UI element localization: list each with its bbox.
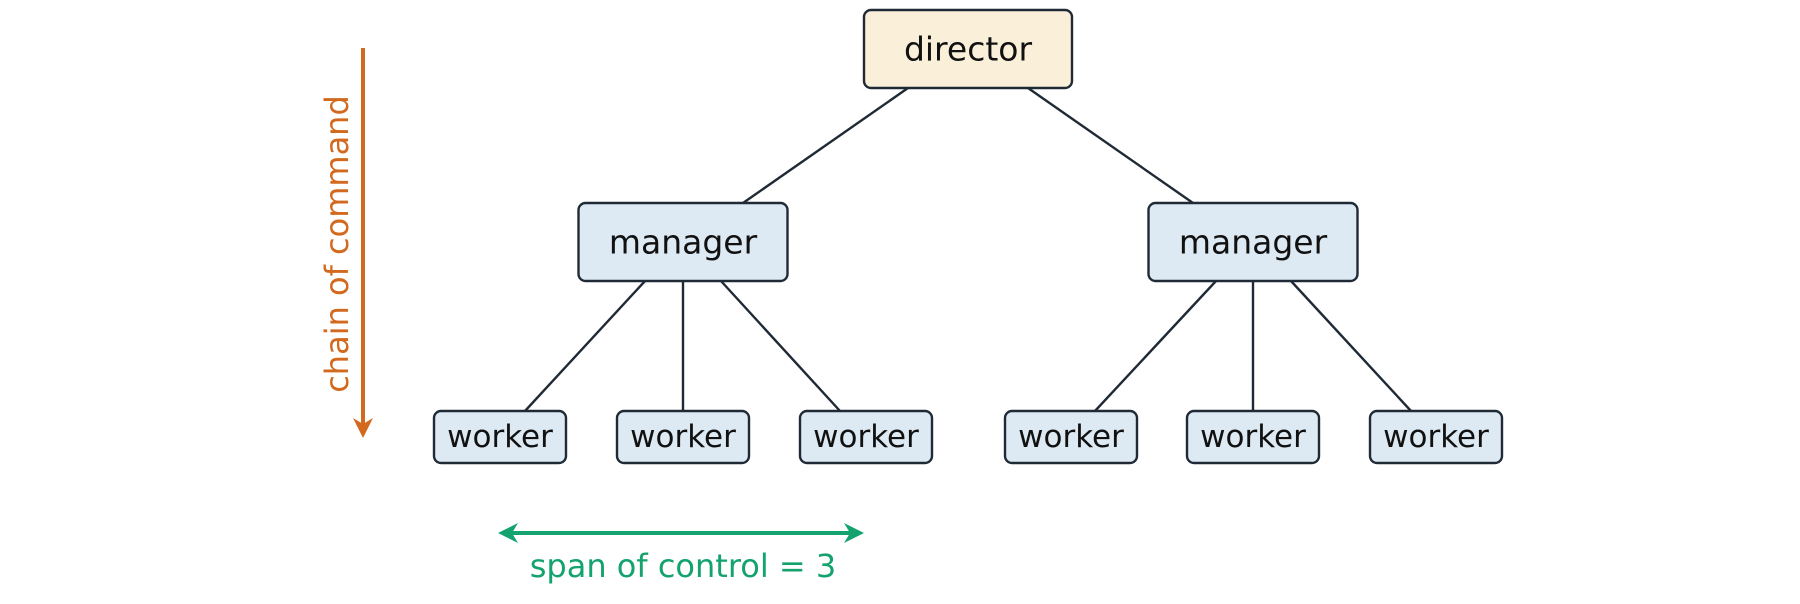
- manager-label: manager: [609, 223, 758, 262]
- worker-label: worker: [1200, 419, 1306, 455]
- span-of-control-label: span of control = 3: [530, 547, 837, 585]
- worker-label: worker: [813, 419, 919, 455]
- director-box: [862, 8, 1074, 90]
- node-worker-2: worker: [615, 409, 751, 465]
- node-director: director: [862, 8, 1074, 90]
- worker-label: worker: [447, 419, 553, 455]
- edge-manager-left-to-worker-3: [720, 280, 841, 412]
- worker-box: [1185, 409, 1321, 465]
- worker-label: worker: [630, 419, 736, 455]
- manager-box: [577, 201, 789, 283]
- nodes: director manager manager worker worker worker…: [432, 8, 1504, 465]
- worker-box: [615, 409, 751, 465]
- node-worker-3: worker: [798, 409, 934, 465]
- director-label: director: [904, 30, 1033, 69]
- node-manager-right: manager: [1147, 201, 1359, 283]
- edge-manager-right-to-worker-4: [1094, 280, 1217, 412]
- worker-box: [1003, 409, 1139, 465]
- node-worker-5: worker: [1185, 409, 1321, 465]
- worker-box: [432, 409, 568, 465]
- worker-box: [798, 409, 934, 465]
- worker-box: [1368, 409, 1504, 465]
- manager-label: manager: [1179, 223, 1328, 262]
- edge-manager-right-to-worker-6: [1290, 280, 1412, 412]
- edges: [524, 87, 1412, 412]
- node-worker-1: worker: [432, 409, 568, 465]
- node-worker-6: worker: [1368, 409, 1504, 465]
- edge-director-to-manager-right: [1027, 87, 1194, 204]
- node-worker-4: worker: [1003, 409, 1139, 465]
- worker-label: worker: [1018, 419, 1124, 455]
- manager-box: [1147, 201, 1359, 283]
- chain-of-command-label: chain of command: [318, 95, 356, 393]
- span-of-control-annotation: span of control = 3: [498, 523, 864, 585]
- worker-label: worker: [1383, 419, 1489, 455]
- edge-director-to-manager-left: [742, 87, 909, 204]
- chain-of-command-annotation: chain of command: [318, 48, 373, 438]
- edge-manager-left-to-worker-1: [524, 280, 646, 412]
- node-manager-left: manager: [577, 201, 789, 283]
